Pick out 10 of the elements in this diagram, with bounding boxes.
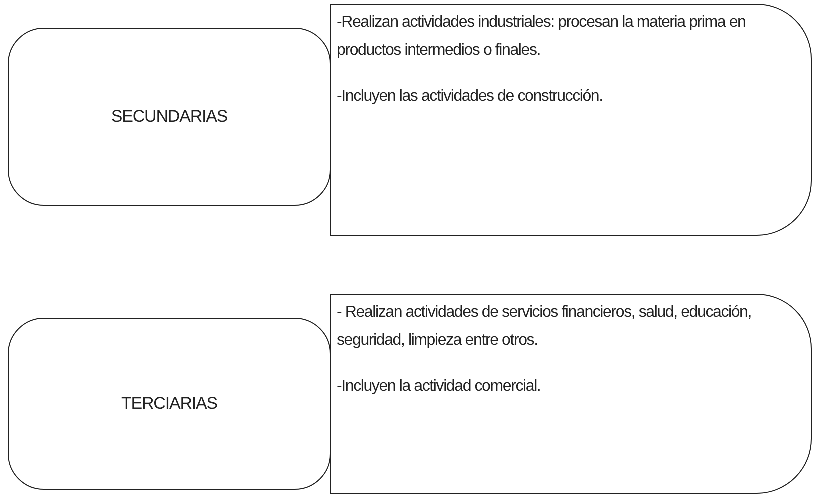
description-box — [330, 294, 812, 494]
description-text: - Realizan actividades de servicios financieros, salud, educación, seguridad, limpieza entre otros. — [337, 303, 752, 351]
category-box — [8, 28, 331, 206]
description-text: -Realizan actividades industriales: procesan la materia prima en productos intermedios o finales. — [337, 13, 747, 61]
category-label: TERCIARIAS — [121, 394, 218, 414]
description-text: -Incluyen las actividades de construcción. — [337, 87, 604, 107]
description-text: -Incluyen la actividad comercial. — [337, 377, 542, 397]
description-box — [330, 4, 812, 236]
category-label: SECUNDARIAS — [111, 107, 228, 127]
category-box — [8, 318, 331, 490]
